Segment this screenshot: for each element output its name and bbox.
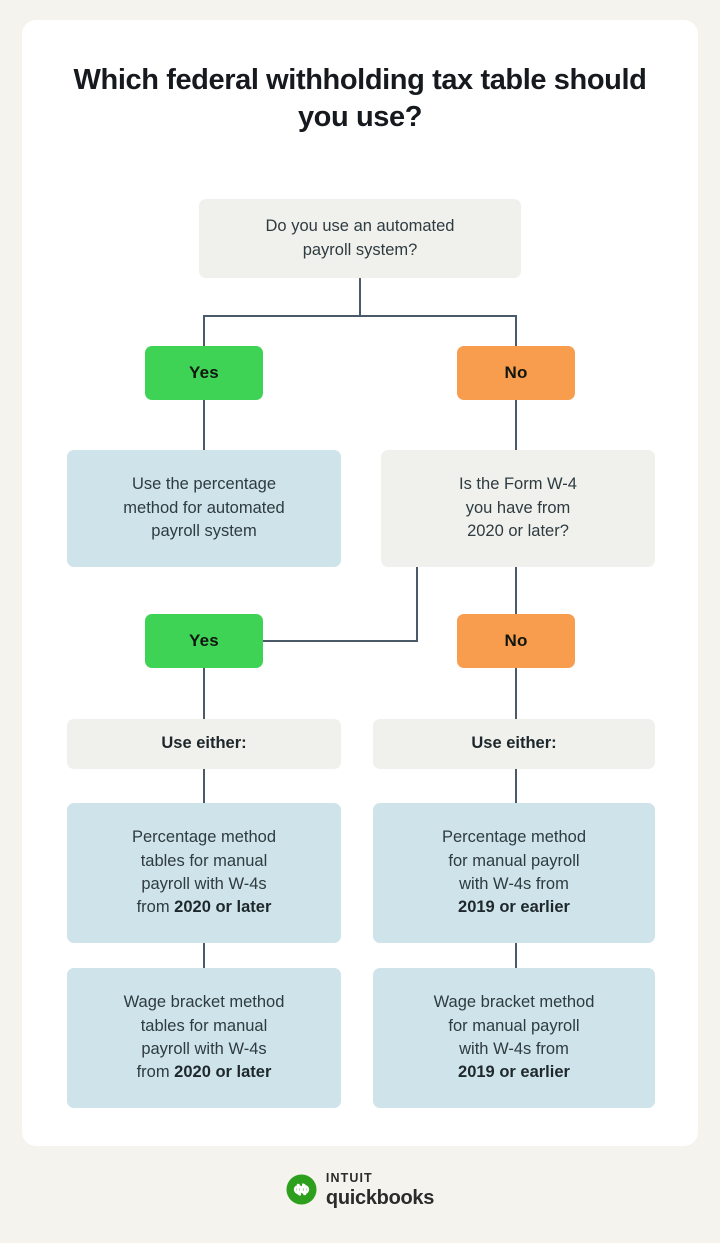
q2-line-3: 2020 or later? bbox=[467, 522, 569, 541]
connector-left-either-to-result1 bbox=[203, 769, 205, 803]
left-use-either: Use either: bbox=[67, 719, 341, 769]
answer-no-automated-label: No bbox=[504, 363, 528, 382]
left-result-2-line-2: tables for manual bbox=[140, 1016, 268, 1035]
answer-no-w4-2020[interactable]: No bbox=[457, 614, 575, 668]
connector-right-either-to-result1 bbox=[515, 769, 517, 803]
left-result-1-line-1: Percentage method bbox=[131, 828, 276, 847]
question-automated-payroll: Do you use an automated payroll system? bbox=[199, 199, 521, 278]
left-result-percentage-method: Percentage method tables for manual payr… bbox=[67, 803, 341, 943]
logo-quickbooks-text: quickbooks bbox=[325, 1186, 435, 1209]
connector-q1-to-yes bbox=[203, 315, 205, 347]
connector-q2-no-drop bbox=[515, 567, 517, 614]
result-percentage-automated: Use the percentage method for automated … bbox=[67, 450, 341, 567]
connector-left-result1-to-result2 bbox=[203, 943, 205, 968]
connector-no2-to-either bbox=[515, 668, 517, 719]
yes-result-line-1: Use the percentage bbox=[131, 475, 276, 494]
answer-yes-automated[interactable]: Yes bbox=[145, 346, 263, 400]
connector-no-to-q2 bbox=[515, 400, 517, 450]
title-full: Which federal withholding tax table shou… bbox=[73, 64, 647, 134]
q2-line-1: Is the Form W-4 bbox=[459, 475, 577, 494]
left-result-2-emphasis: 2020 or later bbox=[174, 1063, 272, 1082]
right-result-1-emphasis: 2019 or earlier bbox=[458, 898, 570, 917]
left-result-1-line-4: from 2020 or later bbox=[132, 896, 276, 919]
right-result-2-emphasis: 2019 or earlier bbox=[458, 1063, 570, 1082]
left-result-2-line-1: Wage bracket method bbox=[123, 993, 285, 1012]
left-result-wage-bracket-method: Wage bracket method tables for manual pa… bbox=[67, 968, 341, 1108]
answer-yes-w4-2020[interactable]: Yes bbox=[145, 614, 263, 668]
page-title: Do you use an automated Which federal wi… bbox=[60, 62, 660, 136]
left-result-2-line-4: from 2020 or later bbox=[124, 1061, 285, 1084]
right-result-2-line-3: with W-4s from bbox=[459, 1040, 569, 1058]
left-result-1-emphasis: 2020 or later bbox=[174, 898, 272, 917]
right-result-2-line-1: Wage bracket method bbox=[433, 993, 595, 1012]
connector-q1-split bbox=[203, 315, 517, 317]
right-use-either-label: Use either: bbox=[471, 734, 557, 753]
left-result-2-line-3: payroll with W-4s bbox=[141, 1040, 267, 1058]
connector-yes2-to-either bbox=[203, 668, 205, 719]
right-use-either: Use either: bbox=[373, 719, 655, 769]
right-result-percentage-method: Percentage method for manual payroll wit… bbox=[373, 803, 655, 943]
title-text-line-1: Which federal withholding tax table shou… bbox=[60, 62, 660, 136]
right-result-1-line-1: Percentage method bbox=[441, 828, 586, 847]
q1-line-1: Do you use an automated bbox=[265, 217, 455, 236]
quickbooks-logo: INTUIT quickbooks bbox=[0, 1172, 720, 1208]
connector-q1-to-no bbox=[515, 315, 517, 347]
logo-wordmark: INTUIT quickbooks bbox=[326, 1172, 434, 1208]
connector-q1-stem bbox=[359, 278, 361, 316]
answer-yes-automated-label: Yes bbox=[189, 363, 219, 382]
q1-line-2: payroll system? bbox=[302, 240, 418, 259]
right-result-2-line-2: for manual payroll bbox=[448, 1016, 580, 1035]
question-form-w4-year: Is the Form W-4 you have from 2020 or la… bbox=[381, 450, 655, 567]
left-result-1-line-3: payroll with W-4s bbox=[141, 875, 267, 893]
right-result-1-line-3: with W-4s from bbox=[459, 875, 569, 893]
left-result-1-line-4-prefix: from bbox=[136, 898, 175, 917]
left-result-2-line-4-prefix: from bbox=[136, 1063, 175, 1082]
right-result-2-line-4: 2019 or earlier bbox=[434, 1061, 595, 1084]
answer-no-w4-label: No bbox=[504, 631, 528, 650]
left-result-1-line-2: tables for manual bbox=[140, 851, 268, 870]
right-result-wage-bracket-method: Wage bracket method for manual payroll w… bbox=[373, 968, 655, 1108]
answer-yes-w4-label: Yes bbox=[189, 631, 219, 650]
logo-intuit-text: INTUIT bbox=[325, 1171, 373, 1185]
yes-result-line-3: payroll system bbox=[151, 522, 257, 541]
left-use-either-label: Use either: bbox=[161, 734, 247, 753]
answer-no-automated[interactable]: No bbox=[457, 346, 575, 400]
yes-result-line-2: method for automated bbox=[123, 498, 285, 517]
right-result-1-line-2: for manual payroll bbox=[448, 851, 580, 870]
connector-q2-yes-drop bbox=[416, 567, 418, 642]
right-result-1-line-4: 2019 or earlier bbox=[442, 896, 586, 919]
connector-q2-yes-elbow bbox=[263, 640, 418, 642]
connector-right-result1-to-result2 bbox=[515, 943, 517, 968]
intuit-qb-circle-icon bbox=[286, 1174, 317, 1205]
connector-yes-to-result bbox=[203, 400, 205, 450]
q2-line-2: you have from bbox=[465, 498, 571, 517]
